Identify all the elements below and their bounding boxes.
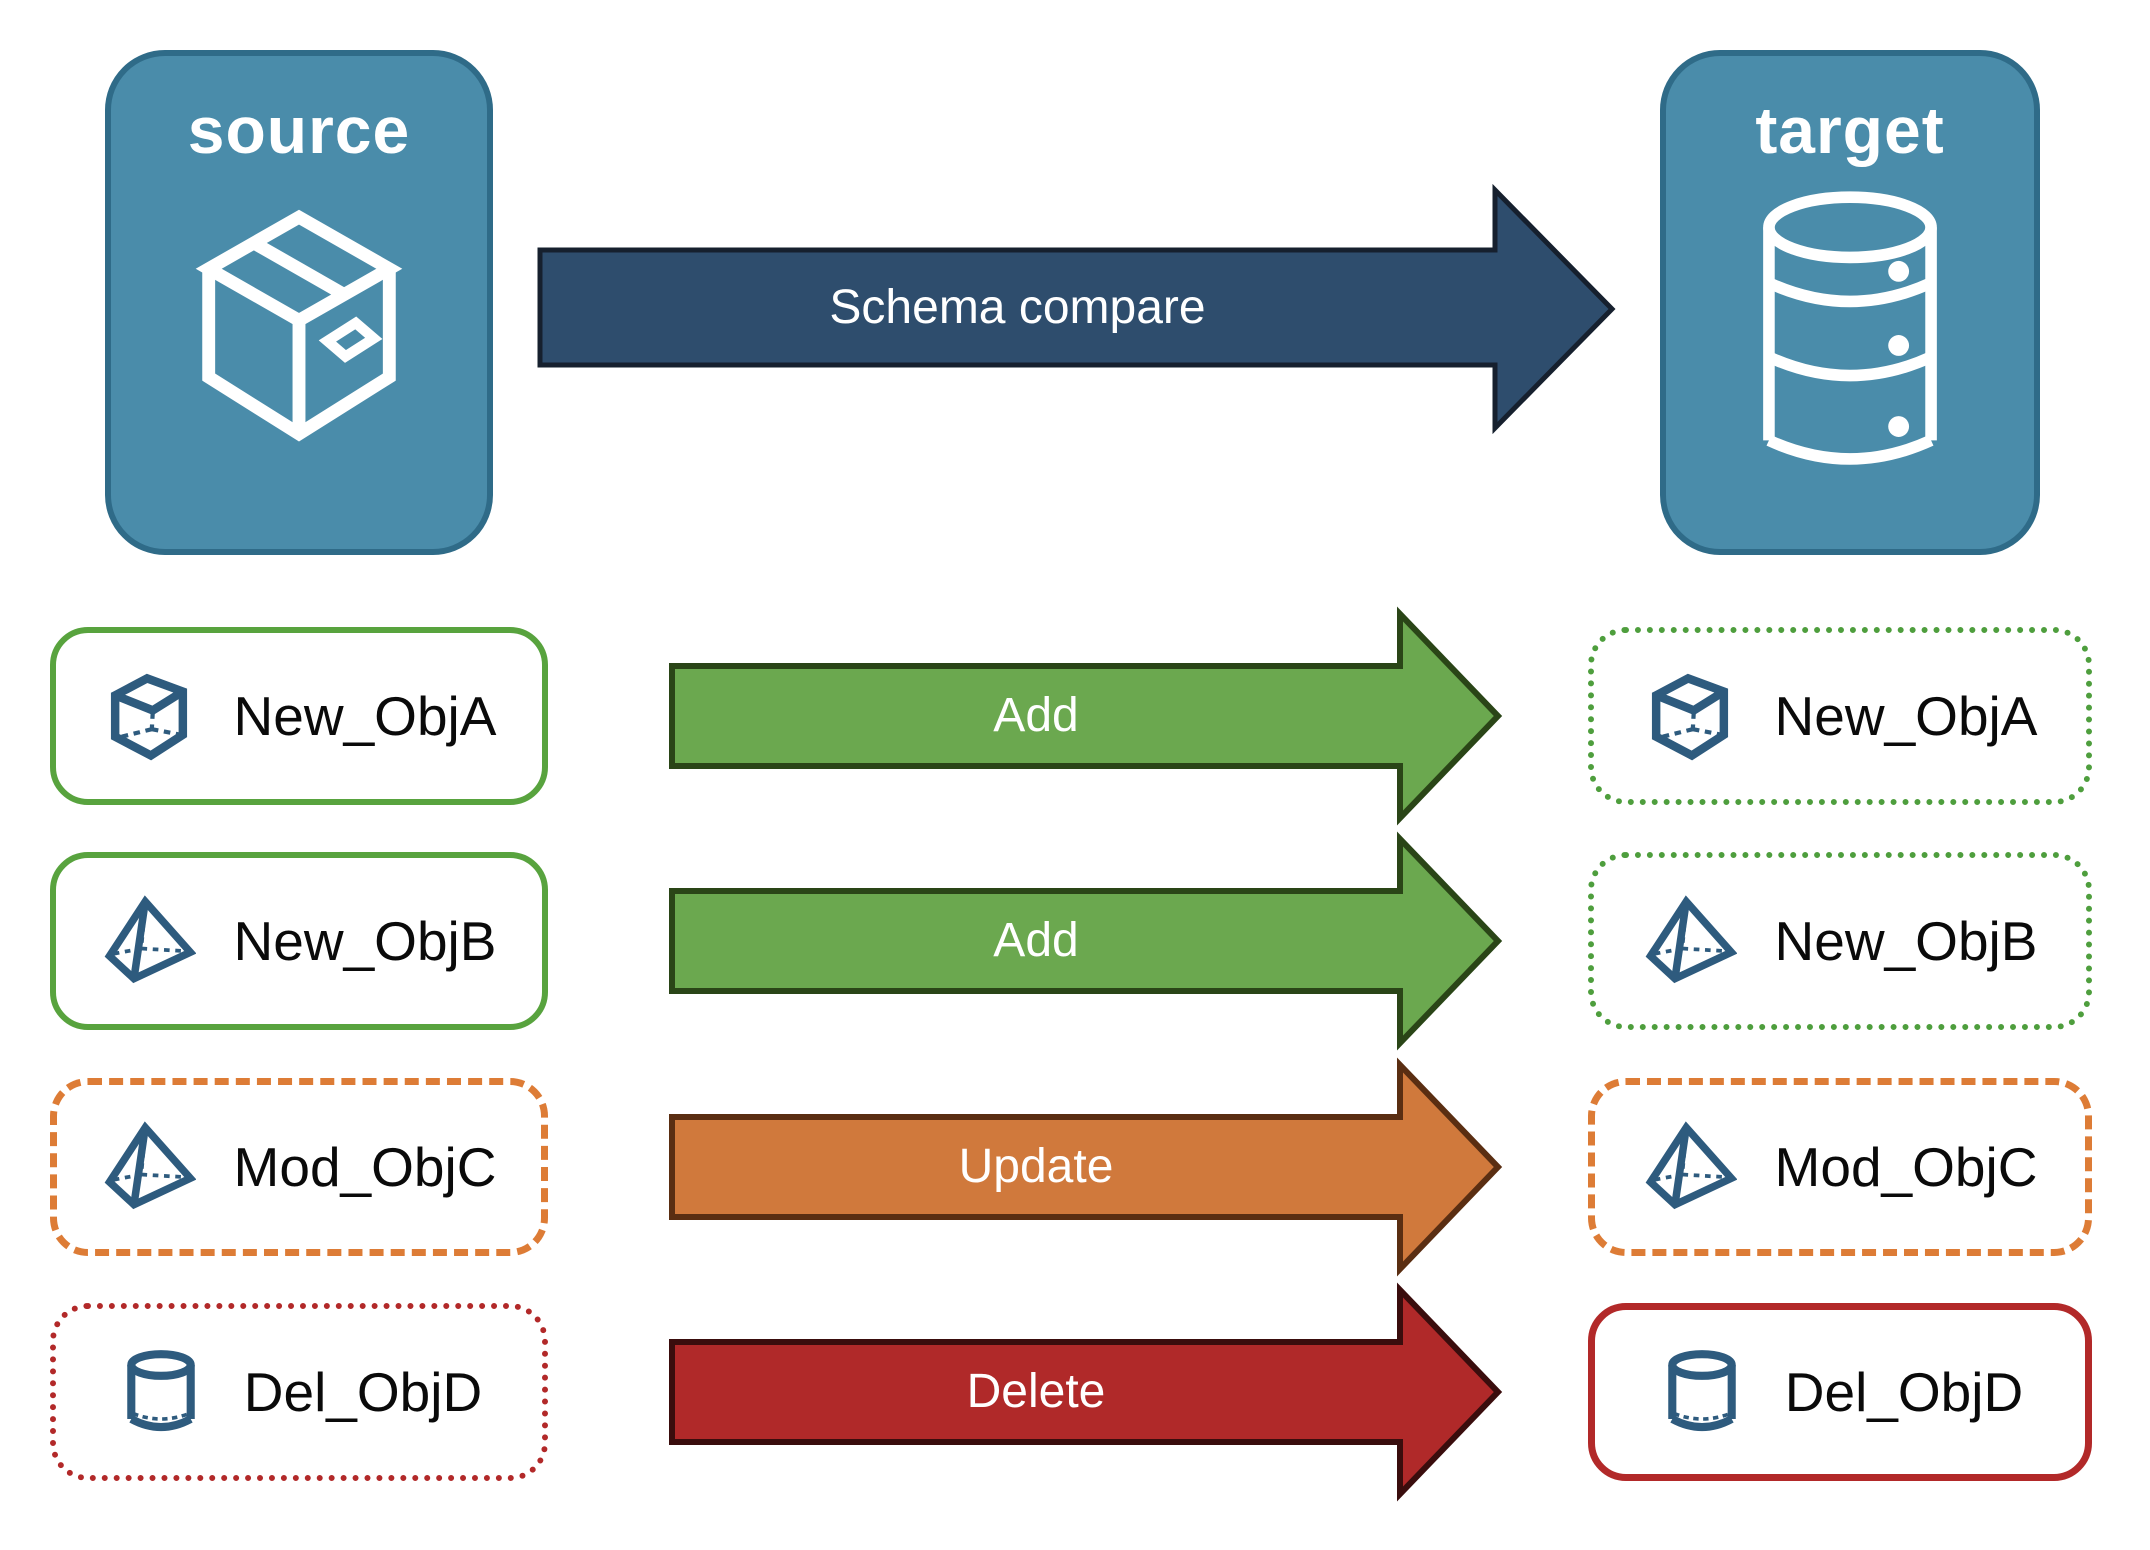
target-title: target <box>1755 93 1945 167</box>
object-label: New_ObjB <box>233 910 497 972</box>
source-object-mod-objc: Mod_ObjC <box>50 1078 548 1256</box>
update-arrow <box>669 1057 1503 1277</box>
add-arrow-row1 <box>669 606 1503 826</box>
source-object-del-objd: Del_ObjD <box>50 1303 548 1481</box>
object-label: New_ObjB <box>1774 910 2038 972</box>
cylinder-icon <box>1668 1350 1736 1432</box>
object-label: New_ObjA <box>1774 685 2038 747</box>
object-label: New_ObjA <box>233 685 497 747</box>
target-object-del-objd: Del_ObjD <box>1588 1303 2092 1481</box>
cube-icon <box>1651 673 1728 761</box>
target-object-new-objb: New_ObjB <box>1588 852 2092 1030</box>
source-object-new-obja: New_ObjA <box>50 627 548 805</box>
pyramid-icon <box>1645 1121 1737 1210</box>
cube-icon <box>110 673 187 761</box>
target-object-mod-objc: Mod_ObjC <box>1588 1078 2092 1256</box>
source-node: source <box>105 50 493 555</box>
pyramid-icon <box>104 1121 196 1210</box>
object-label: Mod_ObjC <box>1774 1136 2038 1198</box>
source-object-new-objb: New_ObjB <box>50 852 548 1030</box>
pyramid-icon <box>104 895 196 984</box>
cylinder-icon <box>127 1350 195 1432</box>
object-label: Del_ObjD <box>243 1361 483 1423</box>
source-title: source <box>187 93 411 167</box>
object-label: Del_ObjD <box>1784 1361 2024 1423</box>
target-object-new-obja: New_ObjA <box>1588 627 2092 805</box>
package-icon <box>195 209 403 442</box>
pyramid-icon <box>1645 895 1737 984</box>
add-arrow-row2 <box>669 831 1503 1051</box>
object-label: Mod_ObjC <box>233 1136 497 1198</box>
schema-compare-arrow <box>537 183 1616 435</box>
database-icon <box>1763 191 1937 465</box>
target-node: target <box>1660 50 2040 555</box>
delete-arrow <box>669 1282 1503 1502</box>
